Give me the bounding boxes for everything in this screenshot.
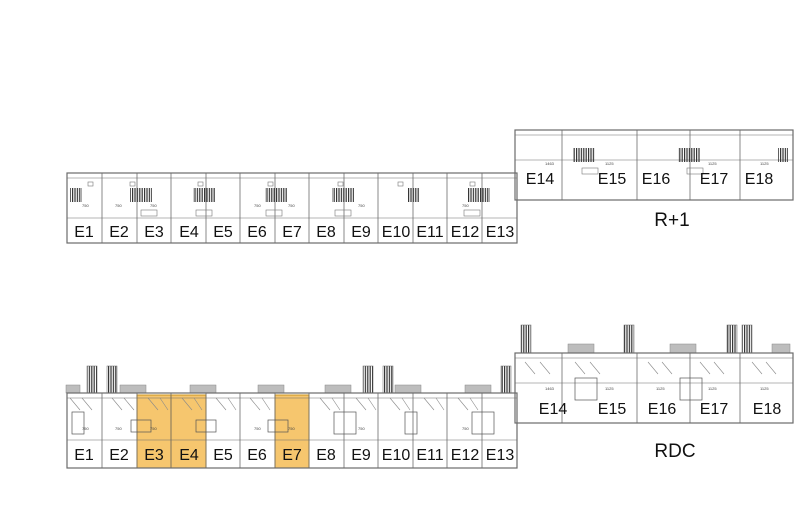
unit-label-upper-e5: E5 [213, 224, 233, 241]
unit-label-upper-e4: E4 [179, 224, 199, 241]
unit-label-ground-e8: E8 [316, 447, 336, 464]
upper-level-plan: 750 750 750 750 750 750 750 1463 1125 11… [66, 129, 794, 244]
unit-label-ground-e10: E10 [382, 447, 411, 464]
dim-mark: 1125 [708, 161, 717, 166]
unit-label-ground-e4: E4 [179, 447, 199, 464]
upper-stair-blocks [70, 148, 788, 202]
highlight-e3 [136, 394, 172, 469]
level-label-ground: RDC [654, 441, 695, 462]
unit-label-upper-e8: E8 [316, 224, 336, 241]
upper-fixtures [87, 167, 704, 217]
ground-roof-blocks [65, 343, 791, 394]
unit-label-ground-e5: E5 [213, 447, 233, 464]
unit-label-ground-e9: E9 [351, 447, 371, 464]
ground-unit-dividers [101, 353, 741, 468]
unit-label-upper-e7: E7 [282, 224, 302, 241]
dim-mark: 750 [254, 426, 261, 431]
unit-label-ground-e16: E16 [648, 401, 677, 418]
unit-label-ground-e2: E2 [109, 447, 129, 464]
ground-equipment [71, 377, 703, 435]
unit-label-upper-e15: E15 [598, 171, 627, 188]
upper-unit-dividers [101, 130, 741, 243]
dim-mark: 1125 [760, 386, 769, 391]
dim-mark: 750 [288, 203, 295, 208]
ground-chimneys [86, 324, 753, 394]
ground-unit-labels: E1 E2 E3 E4 E5 E6 E7 E8 E9 E10 E11 E12 E… [74, 401, 781, 464]
unit-label-ground-e12: E12 [451, 447, 480, 464]
dim-mark: 750 [288, 426, 295, 431]
dim-mark: 750 [150, 203, 157, 208]
unit-label-upper-e18: E18 [745, 171, 774, 188]
unit-label-upper-e3: E3 [144, 224, 164, 241]
dim-mark: 1463 [545, 161, 555, 166]
highlight-e7 [274, 394, 310, 469]
unit-label-upper-e16: E16 [642, 171, 671, 188]
dim-mark: 1463 [545, 386, 555, 391]
unit-label-ground-e3: E3 [144, 447, 164, 464]
upper-dimension-marks: 750 750 750 750 750 750 750 1463 1125 11… [82, 161, 769, 208]
dim-mark: 1125 [760, 161, 769, 166]
upper-unit-labels: E1 E2 E3 E4 E5 E6 E7 E8 E9 E10 E11 E12 E… [74, 171, 773, 241]
unit-label-upper-e6: E6 [247, 224, 267, 241]
ground-level-plan: 750 750 750 750 750 750 750 1463 1125 11… [65, 324, 794, 469]
dim-mark: 750 [115, 426, 122, 431]
unit-label-upper-e13: E13 [486, 224, 515, 241]
unit-label-upper-e9: E9 [351, 224, 371, 241]
dim-mark: 750 [82, 426, 89, 431]
unit-label-upper-e10: E10 [382, 224, 411, 241]
unit-label-ground-e17: E17 [700, 401, 729, 418]
unit-label-ground-e15: E15 [598, 401, 627, 418]
level-label-upper: R+1 [654, 210, 689, 231]
dim-mark: 750 [462, 203, 469, 208]
unit-label-ground-e7: E7 [282, 447, 302, 464]
unit-label-upper-e17: E17 [700, 171, 729, 188]
unit-label-ground-e14: E14 [539, 401, 568, 418]
dim-mark: 1125 [605, 386, 614, 391]
unit-label-upper-e1: E1 [74, 224, 94, 241]
dim-mark: 750 [358, 426, 365, 431]
unit-label-ground-e13: E13 [486, 447, 515, 464]
upper-building-outline [66, 129, 794, 244]
unit-label-ground-e18: E18 [753, 401, 782, 418]
dim-mark: 1125 [708, 386, 717, 391]
dim-mark: 750 [254, 203, 261, 208]
unit-label-upper-e11: E11 [416, 224, 443, 241]
unit-label-ground-e1: E1 [74, 447, 94, 464]
ground-dimension-marks: 750 750 750 750 750 750 750 1463 1125 11… [82, 386, 769, 431]
dim-mark: 750 [150, 426, 157, 431]
ground-door-swings [69, 361, 777, 411]
dim-mark: 750 [115, 203, 122, 208]
dim-mark: 1125 [605, 161, 614, 166]
dim-mark: 750 [462, 426, 469, 431]
dim-mark: 750 [82, 203, 89, 208]
unit-label-upper-e14: E14 [526, 171, 555, 188]
dim-mark: 1125 [656, 386, 665, 391]
unit-label-upper-e12: E12 [451, 224, 480, 241]
unit-label-upper-e2: E2 [109, 224, 129, 241]
ground-building-outline [66, 352, 794, 469]
dim-mark: 750 [358, 203, 365, 208]
unit-label-ground-e6: E6 [247, 447, 267, 464]
unit-label-ground-e11: E11 [416, 447, 443, 464]
